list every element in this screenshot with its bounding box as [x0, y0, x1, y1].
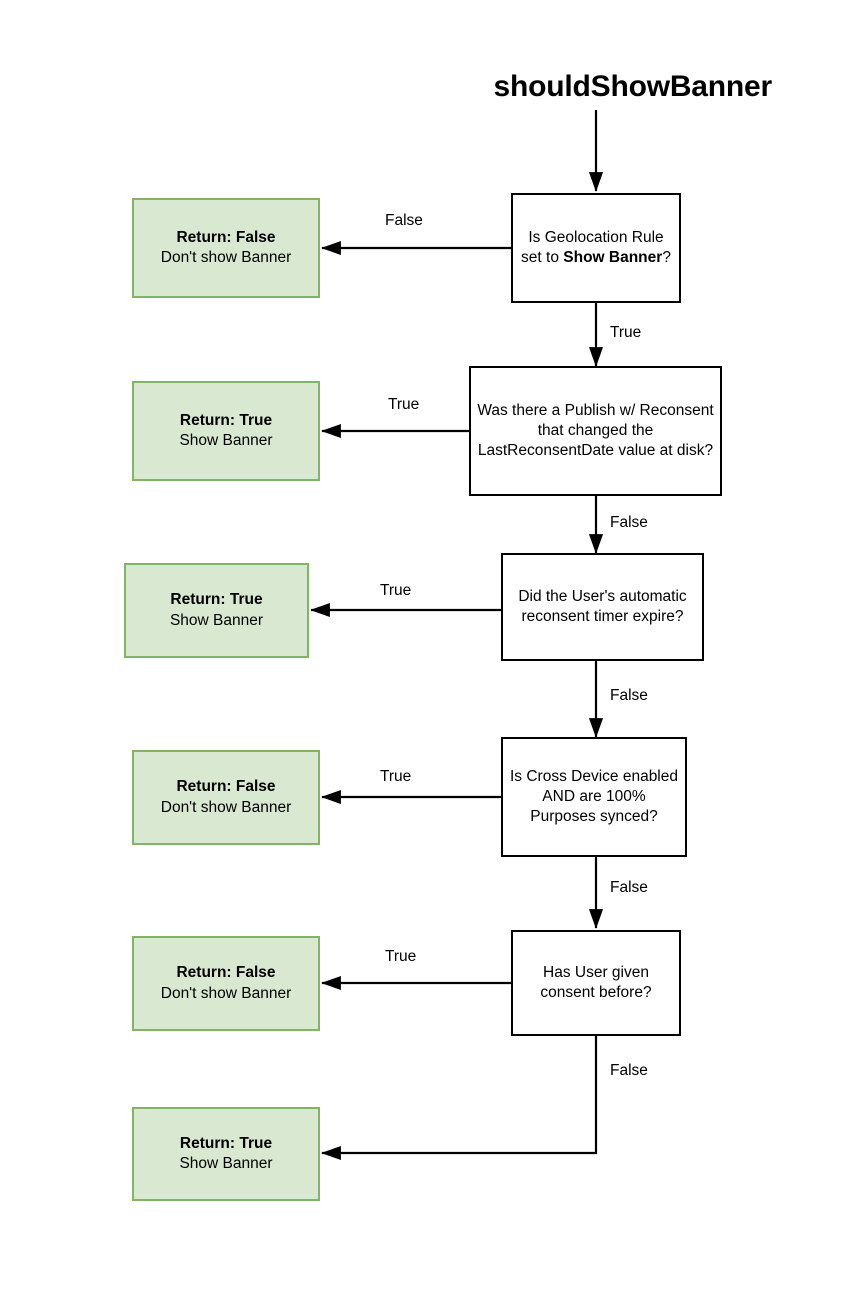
- terminal-return-true-2-sub: Show Banner: [169, 611, 264, 629]
- terminal-return-false-3-head: Return: False: [176, 964, 276, 982]
- decision-reconsent-timer-label: Did the User's automatic reconsent timer…: [518, 588, 687, 625]
- edge-label-crossdevice-false: False: [610, 879, 648, 896]
- terminal-return-true-2[interactable]: Return: True Show Banner: [124, 563, 309, 658]
- terminal-return-true-1-sub: Show Banner: [179, 432, 273, 449]
- terminal-return-false-1[interactable]: Return: False Don't show Banner: [132, 198, 320, 298]
- edge-label-geolocation-true: True: [610, 324, 642, 341]
- terminal-return-false-1-sub: Don't show Banner: [160, 249, 292, 266]
- edge-label-consent-false: False: [610, 1062, 648, 1079]
- decision-geolocation-rule-label: Is Geolocation Rule set to Show Banner?: [521, 229, 671, 266]
- terminal-return-false-2-sub: Don't show Banner: [160, 798, 292, 816]
- edge-label-consent-true: True: [385, 948, 417, 965]
- edge-label-publish-false: False: [610, 514, 648, 531]
- terminal-return-true-1-head: Return: True: [179, 411, 273, 429]
- decision-cross-device-label: Is Cross Device enabled AND are 100% Pur…: [510, 768, 678, 825]
- edge-label-crossdevice-true: True: [380, 768, 412, 785]
- terminal-return-false-3-sub: Don't show Banner: [160, 984, 292, 1002]
- decision-prior-consent-label: Has User given consent before?: [540, 964, 652, 1001]
- terminal-return-true-3[interactable]: Return: True Show Banner: [132, 1107, 320, 1201]
- terminal-return-true-1[interactable]: Return: True Show Banner: [132, 381, 320, 481]
- decision-cross-device[interactable]: Is Cross Device enabled AND are 100% Pur…: [501, 737, 687, 857]
- terminal-return-true-3-head: Return: True: [179, 1134, 273, 1152]
- edge-label-timer-true: True: [380, 582, 412, 599]
- terminal-return-true-3-sub: Show Banner: [179, 1155, 273, 1172]
- decision-reconsent-timer[interactable]: Did the User's automatic reconsent timer…: [501, 553, 704, 661]
- terminal-return-false-2-head: Return: False: [176, 778, 276, 796]
- terminal-return-false-3[interactable]: Return: False Don't show Banner: [132, 936, 320, 1031]
- edge-label-publish-true: True: [388, 396, 420, 413]
- terminal-return-false-1-head: Return: False: [176, 228, 276, 246]
- edge-label-timer-false: False: [610, 687, 648, 704]
- decision-geolocation-rule[interactable]: Is Geolocation Rule set to Show Banner?: [511, 193, 681, 303]
- edge-consent-false: [321, 1036, 598, 1161]
- decision-prior-consent[interactable]: Has User given consent before?: [511, 930, 681, 1036]
- decision-publish-reconsent-label: Was there a Publish w/ Reconsent that ch…: [477, 402, 714, 459]
- diagram-title: shouldShowBanner: [493, 70, 773, 103]
- terminal-return-true-2-head: Return: True: [170, 591, 263, 609]
- edge-label-geolocation-false: False: [385, 212, 423, 229]
- terminal-return-false-2[interactable]: Return: False Don't show Banner: [132, 750, 320, 845]
- decision-publish-reconsent[interactable]: Was there a Publish w/ Reconsent that ch…: [469, 366, 722, 496]
